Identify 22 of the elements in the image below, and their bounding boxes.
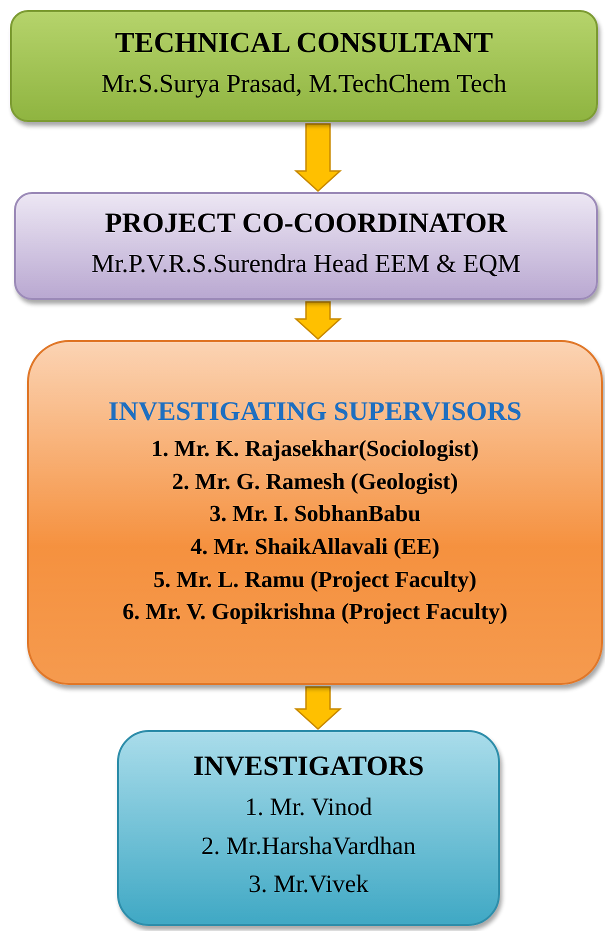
block-arrow <box>294 301 342 340</box>
block-arrow <box>294 123 342 192</box>
org-box <box>14 192 598 300</box>
list-item: 3. Mr. I. SobhanBabu <box>209 500 421 528</box>
list-item: 3. Mr.Vivek <box>248 870 369 900</box>
list-item: 6. Mr. V. Gopikrishna (Project Faculty) <box>122 598 508 626</box>
list-item: 2. Mr. G. Ramesh (Geologist) <box>172 468 458 496</box>
list-item: 1. Mr. Vinod <box>244 792 372 823</box>
box-heading: INVESTIGATING SUPERVISORS <box>108 396 522 428</box>
list-item: 4. Mr. ShaikAllavali (EE) <box>190 533 440 561</box>
list-item: 5. Mr. L. Ramu (Project Faculty) <box>153 566 477 594</box>
box-heading: TECHNICAL CONSULTANT <box>115 27 493 60</box>
org-box <box>27 340 603 685</box>
list-item: 1. Mr. K. Rajasekhar(Sociologist) <box>151 435 479 464</box>
org-box <box>10 10 598 122</box>
org-box <box>117 730 500 926</box>
box-heading: PROJECT CO-COORDINATOR <box>104 208 508 240</box>
person-name: Mr.P.V.R.S.Surendra Head EEM & EQM <box>91 248 521 280</box>
block-arrow <box>294 686 342 730</box>
person-name: Mr.S.Surya Prasad, M.TechChem Tech <box>101 68 507 100</box>
list-item: 2. Mr.HarshaVardhan <box>201 832 416 862</box>
box-heading: INVESTIGATORS <box>193 750 424 783</box>
